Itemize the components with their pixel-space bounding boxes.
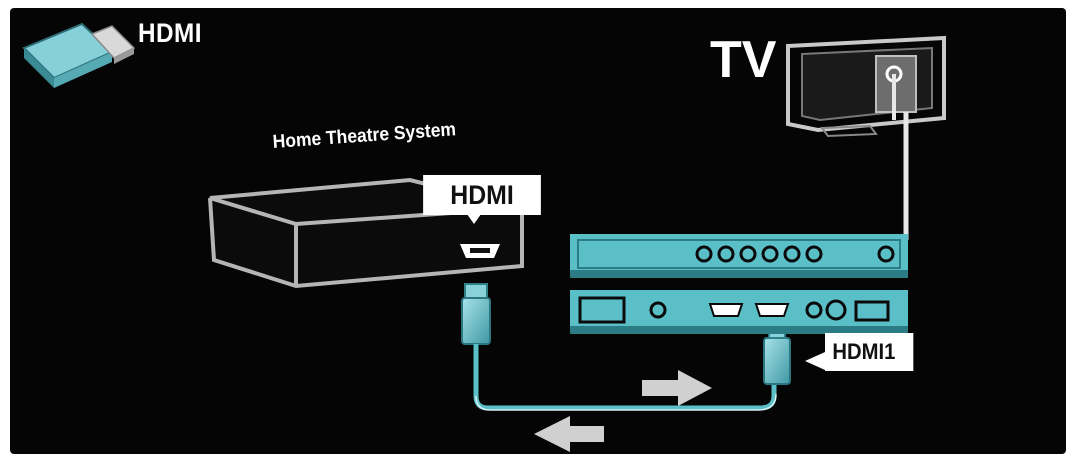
- hdmi-plug-icon: [22, 22, 136, 88]
- arrow-left-icon: [534, 416, 604, 452]
- hts-hdmi-callout: HDMI: [423, 175, 541, 215]
- tv-callout-pointer: [805, 352, 825, 370]
- tv-hdmi1-callout: HDMI1: [825, 333, 914, 371]
- tv-connector-panel-top: [570, 234, 908, 278]
- connector-title: HDMI: [138, 18, 202, 48]
- tv-connector-panel-bottom: [570, 290, 908, 334]
- hts-hdmi-port-icon: [460, 244, 500, 258]
- tv-cable: [892, 74, 909, 240]
- hdmi-port-2-icon: [708, 303, 744, 317]
- hdmi-port-1-icon: [754, 303, 790, 317]
- diagram-frame: HDMI TV Home Theatre System HDMI HDMI1: [10, 8, 1066, 454]
- connection-diagram: [22, 22, 946, 452]
- arrow-right-icon: [642, 370, 712, 406]
- tv-icon: [786, 35, 946, 138]
- tv-label: TV: [710, 31, 777, 89]
